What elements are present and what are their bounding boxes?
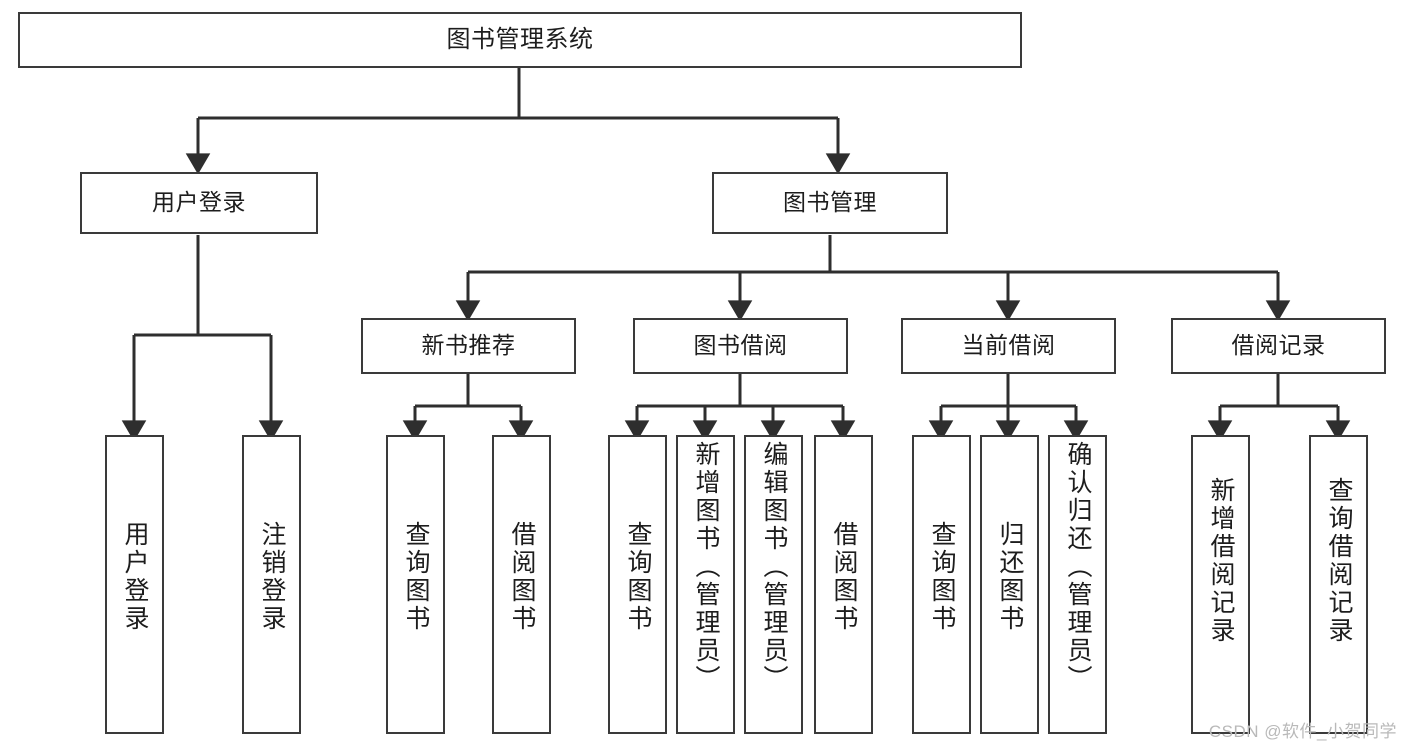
node-label: 用户登录 [121, 521, 149, 633]
node-user-login[interactable]: 用户登录 [80, 172, 318, 234]
node-label: 确认归还（管理员） [1064, 441, 1092, 693]
node-leaf-query-book-2[interactable]: 查询图书 [608, 435, 667, 734]
node-leaf-borrow-book-2[interactable]: 借阅图书 [814, 435, 873, 734]
node-label: 编辑图书（管理员） [760, 441, 788, 693]
node-label: 用户登录 [152, 189, 246, 216]
node-leaf-borrow-book-1[interactable]: 借阅图书 [492, 435, 551, 734]
node-label: 图书借阅 [693, 332, 788, 359]
node-borrow-record[interactable]: 借阅记录 [1171, 318, 1386, 374]
node-label: 查询图书 [402, 521, 430, 633]
node-label: 新增借阅记录 [1207, 477, 1235, 645]
node-leaf-edit-book[interactable]: 编辑图书（管理员） [744, 435, 803, 734]
node-label: 借阅图书 [508, 521, 536, 633]
node-label: 当前借阅 [961, 332, 1056, 359]
node-leaf-query-book-3[interactable]: 查询图书 [912, 435, 971, 734]
node-label: 归还图书 [996, 521, 1024, 633]
node-label: 查询图书 [928, 521, 956, 633]
node-label: 查询借阅记录 [1325, 477, 1353, 645]
node-leaf-query-record[interactable]: 查询借阅记录 [1309, 435, 1368, 734]
node-leaf-add-book[interactable]: 新增图书（管理员） [676, 435, 735, 734]
node-current-borrow[interactable]: 当前借阅 [901, 318, 1116, 374]
node-label: 查询图书 [624, 521, 652, 633]
node-label: 注销登录 [258, 521, 286, 633]
node-leaf-query-book-1[interactable]: 查询图书 [386, 435, 445, 734]
node-label: 新增图书（管理员） [692, 441, 720, 693]
node-label: 借阅记录 [1231, 332, 1326, 359]
node-leaf-add-record[interactable]: 新增借阅记录 [1191, 435, 1250, 734]
node-leaf-return-book[interactable]: 归还图书 [980, 435, 1039, 734]
node-root-system[interactable]: 图书管理系统 [18, 12, 1022, 68]
node-leaf-logout-login[interactable]: 注销登录 [242, 435, 301, 734]
node-label: 新书推荐 [421, 332, 516, 359]
node-label: 图书管理 [783, 189, 877, 216]
node-book-borrow[interactable]: 图书借阅 [633, 318, 848, 374]
node-book-manage[interactable]: 图书管理 [712, 172, 948, 234]
node-leaf-confirm-return[interactable]: 确认归还（管理员） [1048, 435, 1107, 734]
node-label: 图书管理系统 [446, 25, 594, 53]
csdn-watermark: CSDN @软件_小贺同学 [1208, 722, 1397, 741]
node-new-book-recommend[interactable]: 新书推荐 [361, 318, 576, 374]
node-leaf-user-login[interactable]: 用户登录 [105, 435, 164, 734]
node-label: 借阅图书 [830, 521, 858, 633]
